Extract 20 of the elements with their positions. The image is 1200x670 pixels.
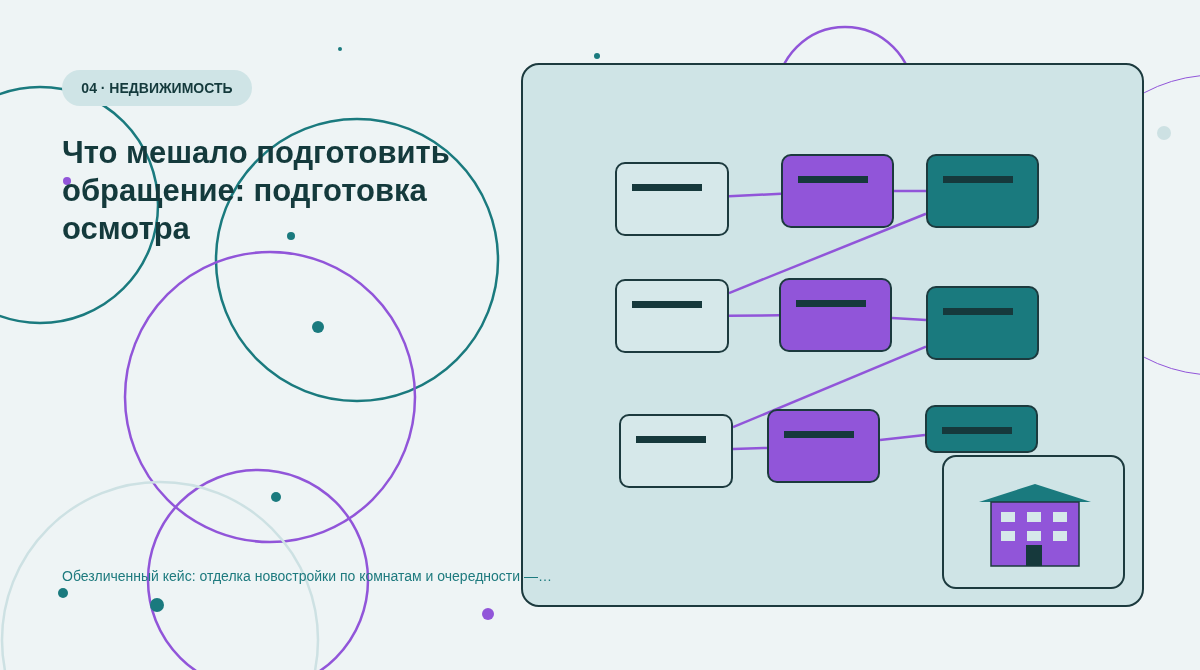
card-box <box>779 278 892 352</box>
connector-line <box>879 433 926 442</box>
card-box <box>767 409 880 483</box>
connector-line <box>894 189 926 193</box>
connector-line <box>891 316 927 322</box>
card-box <box>926 154 1039 228</box>
card-box <box>619 414 733 488</box>
card-box <box>926 286 1039 360</box>
card-box <box>781 154 894 228</box>
connector-line <box>728 192 782 198</box>
card-box <box>925 405 1038 453</box>
connector-line <box>732 345 927 429</box>
category-tag: 04 · НЕДВИЖИМОСТЬ <box>62 70 252 106</box>
card-box <box>615 162 729 236</box>
picture-card <box>942 455 1125 589</box>
connector-line <box>728 212 927 295</box>
connector-line <box>732 446 768 451</box>
connector-line <box>729 314 779 317</box>
card-box <box>615 279 729 353</box>
panel-background <box>521 63 1144 607</box>
